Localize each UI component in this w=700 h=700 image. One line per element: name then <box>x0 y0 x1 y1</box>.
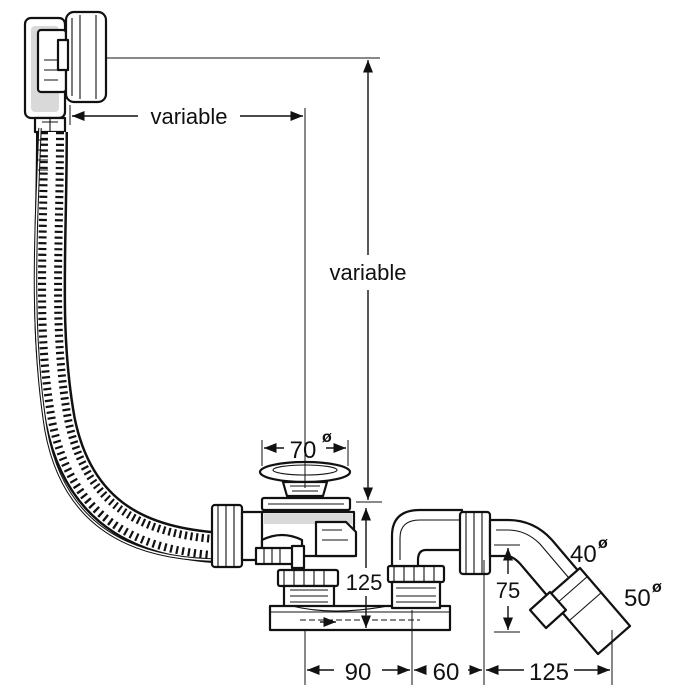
dimension-lines <box>69 57 613 685</box>
dim-label-vertical-variable: variable <box>329 260 406 285</box>
dim-label-offset-125: 125 <box>529 659 569 686</box>
diameter-symbol-50: ø <box>652 579 662 596</box>
dim-label-pipe-40: 40 <box>570 541 597 568</box>
drain-body <box>254 460 358 610</box>
overflow-head <box>23 10 108 134</box>
trap-assembly <box>386 508 632 656</box>
base-pipe <box>268 604 452 632</box>
diameter-symbol-70: ø <box>322 429 332 446</box>
dim-label-trap-height: 75 <box>496 578 520 603</box>
dim-label-offset-60: 60 <box>433 659 460 686</box>
dim-label-outlet-diameter: 70 <box>290 437 317 464</box>
dim-label-drain-height: 125 <box>346 570 383 595</box>
dim-label-offset-90: 90 <box>345 659 372 686</box>
flexible-hose <box>33 127 233 564</box>
dim-label-pipe-50: 50 <box>624 585 651 612</box>
diameter-symbol-40: ø <box>598 535 608 552</box>
dim-label-horizontal-variable: variable <box>150 104 227 129</box>
